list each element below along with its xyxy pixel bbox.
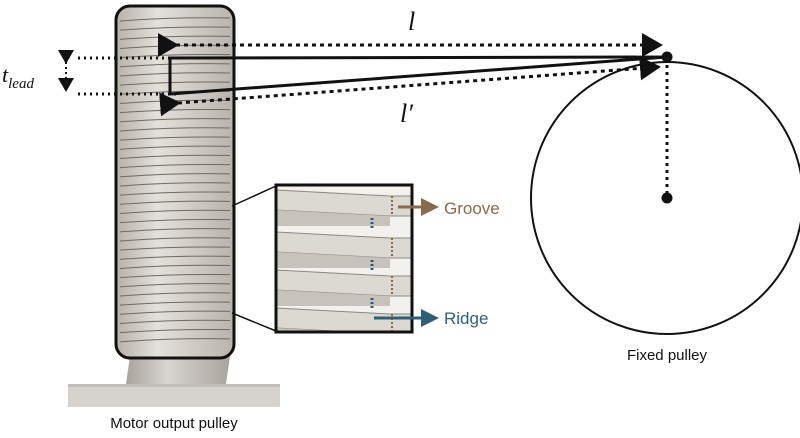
cable-bottom-line (169, 55, 668, 96)
thread-line (119, 26, 231, 31)
lead-label: tlead (2, 62, 34, 92)
thread-line (119, 191, 231, 196)
groove-ridge-inset (274, 183, 414, 334)
length-prime-label: l′ (400, 99, 413, 128)
thread-line (119, 283, 231, 288)
thread-line (119, 118, 231, 123)
inset-groove-band (276, 252, 390, 268)
thread-line (119, 200, 231, 205)
thread-line (119, 338, 231, 343)
fixed-pulley-label: Fixed pulley (627, 347, 708, 364)
ridge-label: Ridge (444, 309, 488, 328)
pulley-neck (126, 356, 230, 384)
inset-ridge-band (276, 269, 412, 297)
thread-line (119, 182, 231, 187)
thread-line (119, 319, 231, 324)
length-l-prime-arrow (159, 56, 661, 117)
inset-groove-band (276, 290, 390, 306)
thread-line (119, 136, 231, 141)
motor-pulley-label: Motor output pulley (110, 415, 238, 432)
inset-ridge-band (276, 231, 412, 259)
zoom-connector-bottom (231, 312, 277, 332)
thread-line (119, 237, 231, 242)
thread-line (119, 301, 231, 306)
thread-line (119, 273, 231, 279)
inset-ridge-band (276, 189, 412, 217)
tangent-point (661, 51, 673, 63)
cable-top-line (169, 55, 668, 60)
length-label: l (408, 7, 415, 36)
thread-line (119, 209, 231, 214)
thread-line (119, 328, 231, 334)
thread-line (119, 246, 231, 251)
inset-ridge-band (276, 307, 412, 332)
thread-line (119, 173, 231, 178)
thread-line (119, 310, 231, 315)
thread-line (119, 255, 231, 260)
fixed-pulley-center (661, 192, 673, 204)
motor-base-top-edge (68, 384, 280, 387)
groove-label: Groove (444, 199, 500, 218)
thread-line (119, 163, 231, 169)
thread-line (119, 127, 231, 132)
inset-groove-band (276, 210, 390, 226)
thread-line (119, 264, 231, 269)
motor-base-plate (68, 384, 280, 407)
thread-line (119, 218, 231, 224)
zoom-connector-top (231, 185, 277, 207)
thread-line (119, 228, 231, 233)
thread-line (119, 145, 231, 150)
thread-line (119, 292, 231, 297)
thread-line (119, 17, 231, 22)
thread-line (119, 154, 231, 159)
